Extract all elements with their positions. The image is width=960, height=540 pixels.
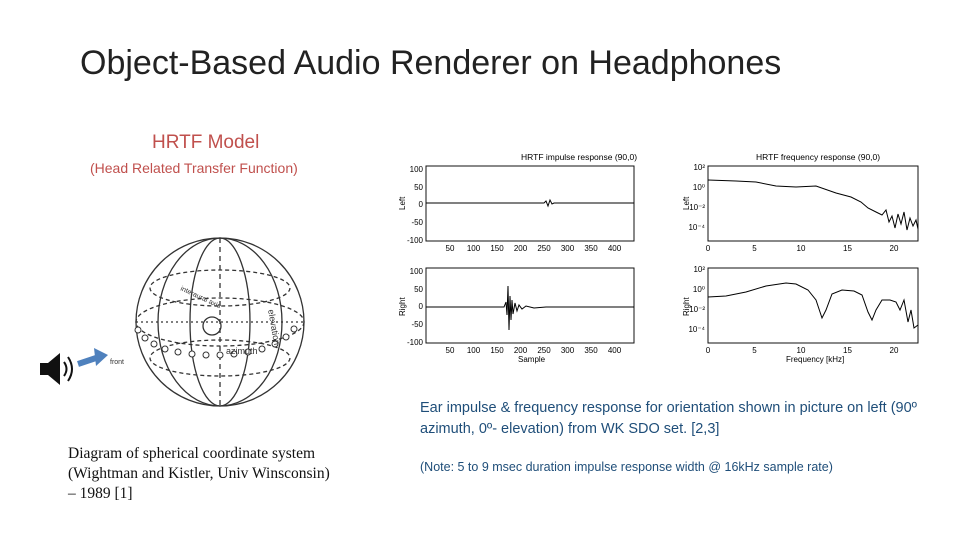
impulse-left-xtick: 400 — [608, 244, 622, 253]
frequency-left-xtick: 0 — [706, 244, 711, 253]
azimuth-label: azimuth — [226, 346, 258, 356]
frequency-left-trace — [707, 179, 919, 231]
impulse-right-ytick: 50 — [414, 285, 423, 294]
impulse-right-ytick: -100 — [407, 338, 424, 347]
frequency-right-axes — [707, 267, 919, 344]
impulse-right-xtick: 350 — [584, 346, 598, 355]
freq-right-ytick: 10² — [693, 265, 705, 274]
frequency-left-xtick: 20 — [890, 244, 899, 253]
impulse-right-xtick: 100 — [467, 346, 481, 355]
frequency-right-label: Right — [682, 297, 691, 316]
caption-line: – 1989 [1] — [68, 485, 133, 502]
hrtf-subtitle: (Head Related Transfer Function) — [90, 160, 298, 176]
impulse-right-xtick: 150 — [490, 346, 504, 355]
freq-left-ytick: 10⁻² — [689, 203, 705, 212]
sound-arrow-icon — [77, 348, 108, 367]
impulse-left-ytick: -100 — [407, 236, 424, 245]
impulse-left-ytick: 0 — [419, 200, 424, 209]
frequency-right-xtick: 10 — [797, 346, 806, 355]
diagram-caption: Diagram of spherical coordinate system (… — [68, 444, 398, 504]
frequency-left-xtick: 15 — [843, 244, 852, 253]
impulse-left-trace — [426, 198, 634, 208]
impulse-left-xtick: 50 — [446, 244, 455, 253]
impulse-right-axes — [425, 267, 635, 344]
impulse-right-ytick: 100 — [410, 267, 424, 276]
slide-title: Object-Based Audio Renderer on Headphone… — [80, 44, 782, 82]
impulse-left-ytick: -50 — [411, 218, 423, 227]
caption-line: (Wightman and Kistler, Univ Winsconsin) — [68, 465, 330, 482]
impulse-xlabel: Sample — [518, 355, 546, 364]
frequency-left-label: Left — [682, 196, 691, 210]
freq-right-ytick: 10⁻² — [689, 305, 705, 314]
front-label: front — [110, 359, 124, 366]
impulse-right-xtick: 250 — [537, 346, 551, 355]
impulse-right-trace — [426, 285, 634, 331]
measurement-points — [134, 325, 298, 359]
frequency-left-xtick: 5 — [752, 244, 757, 253]
impulse-left-xtick: 150 — [490, 244, 504, 253]
impulse-right-xtick: 200 — [514, 346, 528, 355]
impulse-right-xtick: 400 — [608, 346, 622, 355]
frequency-right-xtick: 5 — [752, 346, 757, 355]
hrtf-title: HRTF Model — [152, 132, 260, 153]
frequency-right-xtick: 20 — [890, 346, 899, 355]
elevation-label: elevation — [266, 309, 282, 346]
sphere-grid — [135, 237, 305, 407]
frequency-plot-title: HRTF frequency response (90,0) — [756, 152, 880, 162]
impulse-plot-title: HRTF impulse response (90,0) — [521, 152, 637, 162]
impulse-left-xtick: 200 — [514, 244, 528, 253]
impulse-right-ytick: 0 — [419, 302, 424, 311]
impulse-left-xtick: 100 — [467, 244, 481, 253]
freq-left-ytick: 10⁰ — [693, 183, 705, 192]
frequency-right-trace — [707, 282, 919, 329]
impulse-left-label: Left — [398, 196, 407, 210]
freq-left-ytick: 10⁻⁴ — [688, 223, 705, 232]
frequency-left-xtick: 10 — [797, 244, 806, 253]
impulse-right-xtick: 50 — [446, 346, 455, 355]
impulse-left-ytick: 100 — [410, 165, 424, 174]
impulse-left-ytick: 50 — [414, 183, 423, 192]
plot-note: (Note: 5 to 9 msec duration impulse resp… — [420, 460, 833, 474]
impulse-right-label: Right — [398, 297, 407, 316]
plot-caption: Ear impulse & frequency response for ori… — [420, 400, 917, 437]
freq-right-ytick: 10⁰ — [693, 285, 705, 294]
hrtf-plots: HRTF impulse response (90,0) HRTF freque… — [396, 150, 926, 370]
speaker-icon — [40, 353, 73, 385]
frequency-right-xtick: 15 — [843, 346, 852, 355]
impulse-right-ytick: -50 — [411, 320, 423, 329]
frequency-right-xtick: 0 — [706, 346, 711, 355]
impulse-right-xtick: 300 — [561, 346, 575, 355]
freq-right-ytick: 10⁻⁴ — [688, 325, 705, 334]
frequency-left-axes — [707, 165, 919, 242]
spherical-coordinate-diagram: azimuth elevation interaural axis front — [30, 230, 320, 410]
impulse-left-xtick: 350 — [584, 244, 598, 253]
caption-line: Diagram of spherical coordinate system — [68, 445, 316, 462]
impulse-left-xtick: 250 — [537, 244, 551, 253]
frequency-xlabel: Frequency [kHz] — [786, 355, 844, 364]
impulse-left-xtick: 300 — [561, 244, 575, 253]
freq-left-ytick: 10² — [693, 163, 705, 172]
